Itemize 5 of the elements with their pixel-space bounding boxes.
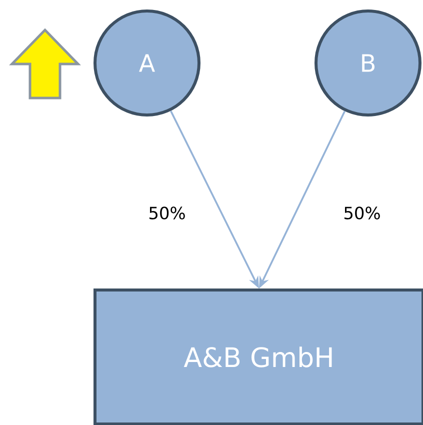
company-box: A&B GmbH — [94, 288, 423, 425]
circle-node: B — [314, 10, 422, 116]
edge-label: 50% — [342, 206, 382, 220]
circle-node: A — [94, 10, 200, 116]
edge-label: 50% — [147, 206, 187, 220]
